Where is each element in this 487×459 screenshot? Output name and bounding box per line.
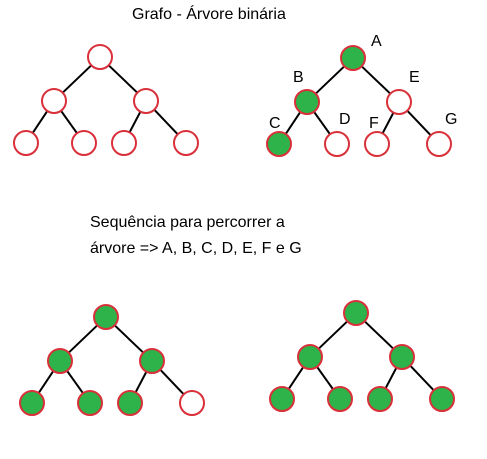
node-label-E: E xyxy=(409,69,420,86)
node-E xyxy=(386,89,412,115)
edge-B-D xyxy=(313,111,331,135)
node-G xyxy=(426,131,452,157)
node-B xyxy=(294,89,320,115)
node-C xyxy=(13,130,39,156)
tree-4 xyxy=(269,300,455,412)
node-B xyxy=(297,344,323,370)
tree-3 xyxy=(19,304,205,416)
tree-2: A B C D E F G xyxy=(266,33,457,157)
edge-B-D xyxy=(60,110,78,134)
node-F xyxy=(111,130,137,156)
edge-B-C xyxy=(31,110,49,134)
edge-E-G xyxy=(409,365,435,391)
node-G xyxy=(173,130,199,156)
node-label-G: G xyxy=(445,111,457,128)
edge-A-B xyxy=(317,320,349,350)
edge-A-B xyxy=(67,324,99,354)
node-B xyxy=(41,88,67,114)
node-label-D: D xyxy=(339,111,351,128)
node-C xyxy=(266,131,292,157)
traversal-description-line-1: Sequência para percorrer a xyxy=(90,214,285,231)
edge-E-G xyxy=(153,108,179,136)
node-label-C: C xyxy=(269,115,281,132)
node-B xyxy=(47,348,73,374)
traversal-description: Sequência para percorrer a árvore => A, … xyxy=(90,210,302,262)
edge-E-G xyxy=(406,109,432,137)
node-G xyxy=(429,386,455,412)
node-C xyxy=(19,390,45,416)
node-F xyxy=(364,131,390,157)
edge-A-E xyxy=(360,65,392,95)
node-C xyxy=(269,386,295,412)
node-A xyxy=(87,44,113,70)
edge-B-C xyxy=(287,366,305,390)
edge-E-F xyxy=(384,367,398,389)
node-D xyxy=(77,390,103,416)
edge-A-B xyxy=(61,64,93,94)
edge-A-E xyxy=(107,64,139,94)
node-label-B: B xyxy=(293,69,304,86)
edge-B-C xyxy=(37,370,55,394)
edge-E-F xyxy=(134,371,148,393)
node-E xyxy=(133,88,159,114)
traversal-description-line-2: árvore => A, B, C, D, E, F e G xyxy=(90,240,302,257)
edge-E-F xyxy=(128,111,142,133)
diagram-title: Grafo - Árvore binária xyxy=(132,6,286,23)
edge-E-G xyxy=(159,369,185,395)
node-A xyxy=(93,304,119,330)
node-F xyxy=(117,390,143,416)
node-D xyxy=(324,131,350,157)
edge-B-C xyxy=(284,111,302,135)
node-D xyxy=(71,130,97,156)
edge-A-E xyxy=(363,320,395,350)
node-A xyxy=(340,45,366,71)
node-label-F: F xyxy=(369,115,379,132)
node-E xyxy=(139,348,165,374)
node-G xyxy=(179,390,205,416)
edge-A-B xyxy=(314,65,346,95)
edge-A-E xyxy=(113,324,145,354)
node-label-A: A xyxy=(371,33,382,50)
tree-1 xyxy=(13,44,199,156)
node-E xyxy=(389,344,415,370)
node-A xyxy=(343,300,369,326)
edge-B-D xyxy=(316,366,334,390)
edge-B-D xyxy=(66,370,84,394)
node-F xyxy=(367,386,393,412)
node-D xyxy=(327,386,353,412)
edge-E-F xyxy=(381,112,395,134)
